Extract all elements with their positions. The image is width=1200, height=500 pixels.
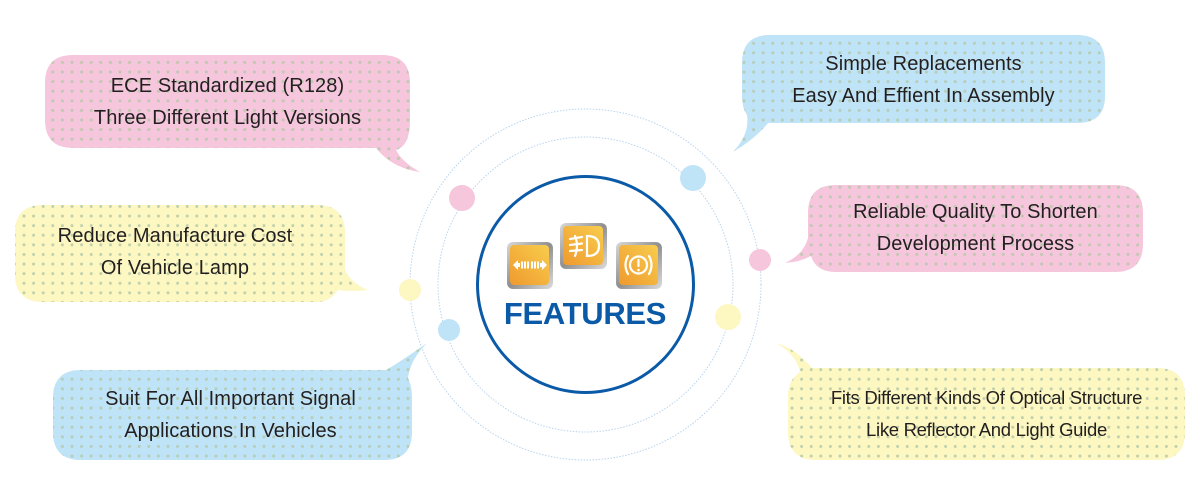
center-circle: [476, 175, 695, 394]
outer-orbit-ring: [409, 108, 762, 461]
orbit-dot-blue: [680, 165, 706, 191]
orbit-dot-yellow: [399, 279, 421, 301]
orbit-dot-yellow: [715, 304, 741, 330]
feature-line: ECE Standardized (R128): [110, 75, 345, 97]
feature-bubble-ece: [45, 55, 420, 172]
feature-line: Applications In Vehicles: [124, 420, 337, 442]
feature-line: Three Different Light Versions: [93, 107, 362, 129]
diagram-title: FEATURES: [503, 296, 667, 331]
feature-bubble-replacement: [733, 35, 1105, 152]
feature-text-cost: Reduce Manufacture Cost Of Vehicle Lamp: [15, 204, 335, 300]
orbit-dot-blue: [438, 319, 460, 341]
feature-text-signal: Suit For All Important Signal Applicatio…: [53, 370, 408, 460]
feature-line: Easy And Effient In Assembly: [792, 85, 1055, 107]
feature-text-optical: Fits Different Kinds Of Optical Structur…: [788, 368, 1185, 460]
feature-line: Fits Different Kinds Of Optical Structur…: [830, 387, 1143, 408]
feature-bubble-signal: [53, 343, 427, 460]
turn-signal-arrows-icon: [507, 242, 553, 289]
orbit-dot-pink: [749, 249, 771, 271]
feature-line: Like Reflector And Light Guide: [866, 419, 1107, 440]
orbit-dot-pink: [449, 185, 475, 211]
feature-bubble-optical: [776, 343, 1185, 460]
feature-text-quality: Reliable Quality To Shorten Development …: [808, 184, 1143, 272]
inner-orbit-ring: [437, 136, 734, 433]
feature-text-ece: ECE Standardized (R128) Three Different …: [45, 58, 410, 146]
feature-line: Suit For All Important Signal: [105, 388, 356, 410]
feature-bubble-cost: [15, 205, 368, 302]
brake-warning-icon: [616, 242, 662, 289]
feature-bubble-quality: [785, 185, 1143, 272]
feature-line: Development Process: [876, 233, 1075, 255]
fog-light-icon: [560, 223, 607, 269]
feature-line: Of Vehicle Lamp: [100, 257, 250, 279]
feature-line: Simple Replacements: [825, 53, 1022, 75]
feature-line: Reliable Quality To Shorten: [853, 201, 1098, 223]
feature-text-replacement: Simple Replacements Easy And Effient In …: [742, 36, 1105, 124]
feature-line: Reduce Manufacture Cost: [57, 225, 293, 247]
